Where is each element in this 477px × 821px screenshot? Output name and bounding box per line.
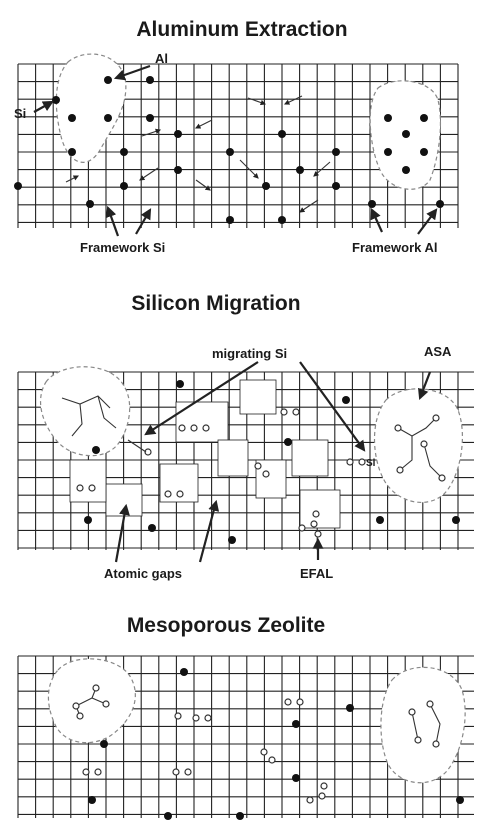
mesopore-left bbox=[47, 658, 136, 744]
framework-atoms bbox=[14, 76, 444, 224]
panel-silicon-migration: Silicon Migration bbox=[17, 292, 474, 581]
label-al: Al bbox=[155, 51, 168, 66]
panel-title-silicon-migration: Silicon Migration bbox=[131, 292, 300, 315]
framework-atoms bbox=[88, 668, 464, 820]
efal-species bbox=[72, 684, 441, 804]
migration-arrows bbox=[65, 95, 331, 213]
asa-cloud-right bbox=[373, 388, 464, 503]
label-asa: ASA bbox=[424, 344, 452, 359]
panel-title-aluminum-extraction: Aluminum Extraction bbox=[136, 18, 347, 41]
efal-species bbox=[76, 408, 366, 538]
label-si: Si bbox=[14, 106, 26, 121]
label-si-small: Si bbox=[366, 458, 376, 469]
silica-network-left bbox=[61, 395, 117, 437]
label-framework-al: Framework Al bbox=[352, 240, 438, 255]
panel-mesoporous-zeolite: Mesoporous Zeolite bbox=[17, 614, 474, 820]
atomic-gaps bbox=[69, 379, 341, 529]
label-atomic-gaps: Atomic gaps bbox=[104, 566, 182, 581]
framework-atoms bbox=[84, 380, 460, 544]
silica-cloud-left bbox=[39, 366, 131, 457]
silica-cloud-left bbox=[55, 53, 127, 163]
asa-network bbox=[394, 414, 446, 482]
label-efal: EFAL bbox=[300, 566, 333, 581]
mesopore-right bbox=[380, 666, 466, 784]
label-migrating-si: migrating Si bbox=[212, 346, 287, 361]
panel-title-mesoporous-zeolite: Mesoporous Zeolite bbox=[127, 614, 325, 637]
panel-aluminum-extraction: Aluminum Extraction bbox=[14, 18, 459, 255]
label-framework-si: Framework Si bbox=[80, 240, 165, 255]
